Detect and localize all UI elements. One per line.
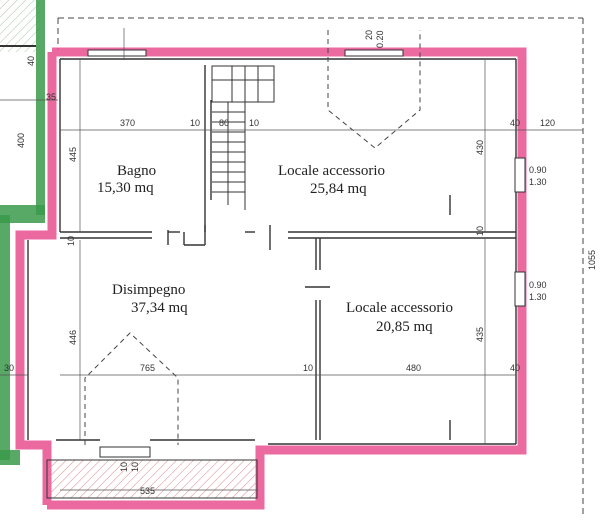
room-area-bagno: 15,30 mq xyxy=(97,180,154,196)
dim-535: 535 xyxy=(140,486,155,496)
dimension-lines xyxy=(0,28,583,491)
dim-bottom-10a: 10 xyxy=(119,462,129,472)
balcony xyxy=(46,459,258,499)
room-name-locale-2: Locale accessorio xyxy=(346,300,453,316)
wall-outline-highlight xyxy=(15,47,527,510)
window-1-height: 1.30 xyxy=(529,177,547,187)
window-1-width: 0.90 xyxy=(529,165,547,175)
dim-430: 430 xyxy=(475,140,485,155)
windows xyxy=(87,49,526,458)
dim-10d: 10 xyxy=(475,226,485,236)
room-area-locale-2: 20,85 mq xyxy=(376,319,433,335)
dim-10a: 10 xyxy=(190,118,200,128)
dim-1055: 1055 xyxy=(587,250,597,270)
dim-120: 120 xyxy=(540,118,555,128)
dim-445: 445 xyxy=(68,147,78,162)
dim-400: 400 xyxy=(16,133,26,148)
outer-boundary-dashed xyxy=(57,17,584,515)
room-area-locale-1: 25,84 mq xyxy=(310,181,367,197)
interior-walls xyxy=(27,58,517,445)
dim-435: 435 xyxy=(475,327,485,342)
room-name-bagno: Bagno xyxy=(117,163,156,179)
dim-370: 370 xyxy=(120,118,135,128)
dim-10b: 10 xyxy=(249,118,259,128)
dim-10c: 10 xyxy=(66,236,76,246)
skylight-upper xyxy=(327,30,421,149)
dim-top-020: 0.20 xyxy=(375,30,385,48)
room-labels: Bagno 15,30 mq Locale accessorio 25,84 m… xyxy=(97,163,453,335)
dim-40left: 40 xyxy=(26,56,36,66)
dim-480: 480 xyxy=(406,363,421,373)
dim-bottom-10b: 10 xyxy=(130,462,140,472)
dim-35: 35 xyxy=(46,92,56,102)
dimension-labels: 370 10 80 10 40 120 445 430 400 35 40 10… xyxy=(4,30,597,496)
neighbor-area-left xyxy=(0,0,45,465)
dim-40b: 40 xyxy=(510,363,520,373)
room-area-disimpegno: 37,34 mq xyxy=(131,300,188,316)
dim-80: 80 xyxy=(219,118,229,128)
staircase xyxy=(211,65,275,210)
window-2-width: 0.90 xyxy=(529,280,547,290)
room-name-disimpegno: Disimpegno xyxy=(112,282,185,298)
window-2-height: 1.30 xyxy=(529,292,547,302)
dim-765: 765 xyxy=(140,363,155,373)
dim-top-20: 20 xyxy=(364,30,374,40)
skylight-lower xyxy=(84,332,179,445)
room-name-locale-1: Locale accessorio xyxy=(278,163,385,179)
dim-40a: 40 xyxy=(510,118,520,128)
dim-10e: 10 xyxy=(303,363,313,373)
dim-446: 446 xyxy=(68,330,78,345)
dim-30: 30 xyxy=(4,363,14,373)
